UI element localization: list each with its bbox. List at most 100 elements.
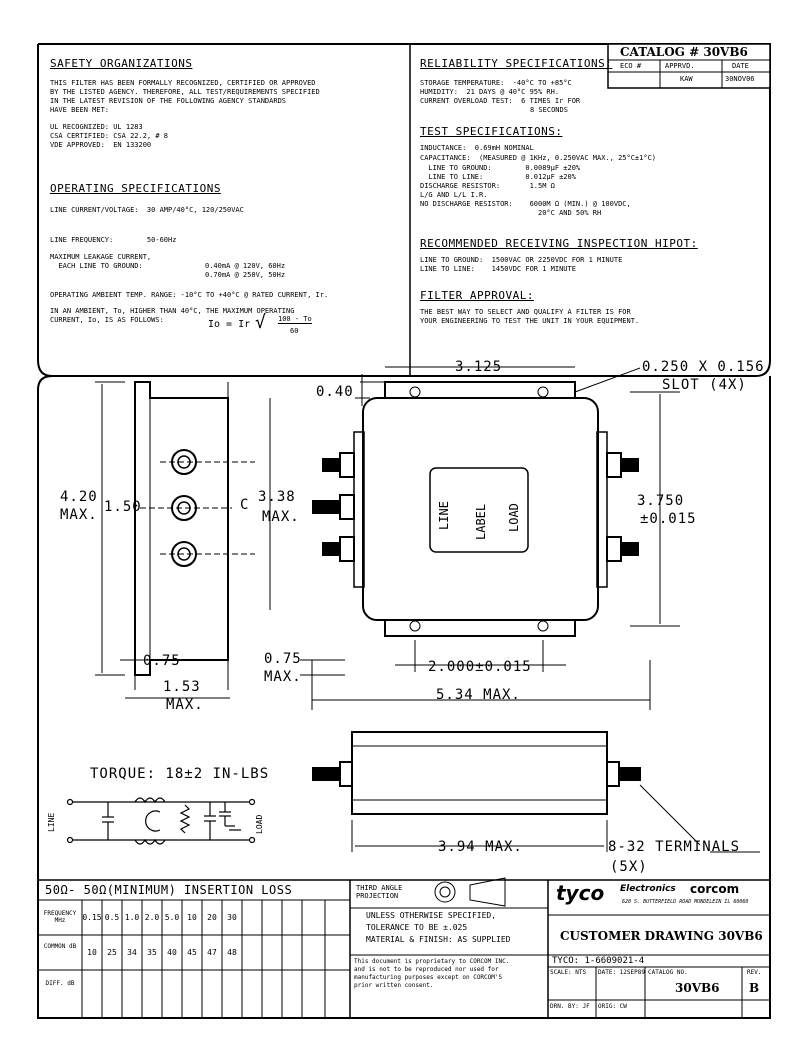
dim-534: 5.34 MAX. <box>436 687 521 703</box>
proprietary-note: prior written consent. <box>354 982 434 989</box>
common-value: 34 <box>127 948 137 957</box>
notes-line: UNLESS OTHERWISE SPECIFIED, <box>366 911 497 920</box>
notes-line: TOLERANCE TO BE ±.025 <box>366 923 468 932</box>
formula-numerator: 100 - To <box>278 315 312 324</box>
insertion-loss-heading: 50Ω- 50Ω(MINIMUM) INSERTION LOSS <box>45 883 293 897</box>
schematic-line-label: LINE <box>47 812 56 832</box>
electronics-logo: Electronics <box>620 884 676 894</box>
insulation-resistance: L/G AND L/L I.R. <box>420 191 488 199</box>
freq-value: 5.0 <box>164 913 180 922</box>
dim-150: 1.50 <box>104 499 142 515</box>
dim-394: 3.94 MAX. <box>438 839 523 855</box>
no-discharge-condition: 20°C AND 50% RH <box>538 209 602 217</box>
derating-text: CURRENT, Io, IS AS FOLLOWS: <box>50 316 164 324</box>
approval-heading: FILTER APPROVAL: <box>420 289 534 302</box>
apprvd-header: APPRVD. <box>665 62 695 70</box>
proprietary-note: This document is proprietary to CORCOM I… <box>354 958 510 965</box>
vde-approval: VDE APPROVED: EN 133200 <box>50 141 152 149</box>
freq-value: 10 <box>187 913 197 922</box>
common-value: 35 <box>147 948 157 957</box>
projection-label: THIRD ANGLE PROJECTION <box>356 884 403 901</box>
safety-heading: SAFETY ORGANIZATIONS <box>50 57 193 70</box>
capacitance: CAPACITANCE: (MEASURED @ 1KHz, 0.250VAC … <box>420 154 657 162</box>
common-value: 48 <box>227 948 237 957</box>
tyco-part-number: TYCO: 1-6609021-4 <box>552 956 645 966</box>
overload-duration: 8 SECONDS <box>530 106 568 114</box>
drawing-title: CUSTOMER DRAWING 30VB6 <box>560 929 763 943</box>
hipot-heading: RECOMMENDED RECEIVING INSPECTION HIPOT: <box>420 237 698 250</box>
eco-header: ECO # <box>620 62 642 70</box>
dim-153: 1.53 <box>163 679 201 695</box>
rev-value: B <box>749 981 760 995</box>
slot-dim: 0.250 X 0.156 <box>642 359 765 375</box>
diff-header: DIFF. dB <box>45 980 75 987</box>
common-value: 47 <box>207 948 217 957</box>
tyco-logo: tyco <box>556 881 605 905</box>
storage-temp: STORAGE TEMPERATURE: -40°C TO +85°C <box>420 79 572 87</box>
cap-line-ground: LINE TO GROUND: 0.0089µF ±20% <box>420 164 581 172</box>
formula-denominator: 60 <box>290 327 299 335</box>
line-frequency: LINE FREQUENCY: 50-60Hz <box>50 236 177 244</box>
common-value: 45 <box>187 948 197 957</box>
freq-value: 1.0 <box>124 913 140 922</box>
dim-075b: 0.75 <box>264 651 302 667</box>
centerline-symbol: C <box>240 497 250 513</box>
label-line: LINE <box>437 501 451 530</box>
formula-lhs: Io = Ir <box>208 319 251 330</box>
terminals-label: 8-32 TERMINALS <box>608 839 741 855</box>
hipot-line-ground: LINE TO GROUND: 1500VAC OR 2250VDC FOR 1… <box>420 256 623 264</box>
freq-value: 20 <box>207 913 217 922</box>
dim-075a: 0.75 <box>143 653 181 669</box>
leakage-value: 0.40mA @ 120V, 60Hz <box>205 262 286 270</box>
proprietary-note: and is not to be reproduced nor used for <box>354 966 499 973</box>
humidity: HUMIDITY: 21 DAYS @ 40°C 95% RH. <box>420 88 560 96</box>
catalog-title: CATALOG # 30VB6 <box>620 45 748 59</box>
catalog-no-value: 30VB6 <box>675 981 720 995</box>
overload-test: CURRENT OVERLOAD TEST: 6 TIMES Ir FOR <box>420 97 581 105</box>
common-value: 10 <box>87 948 97 957</box>
scale: SCALE: NTS <box>550 969 587 976</box>
slot-count: SLOT (4X) <box>662 377 747 393</box>
safety-line: IN THE LATEST REVISION OF THE FOLLOWING … <box>50 97 287 105</box>
terminals-count: (5X) <box>610 859 648 875</box>
dim-3750-tol: ±0.015 <box>640 511 697 527</box>
dim-338-max: MAX. <box>262 509 300 525</box>
originator: ORIG: CW <box>598 1003 627 1010</box>
leakage-label: MAXIMUM LEAKAGE CURRENT, <box>50 253 152 261</box>
safety-line: BY THE LISTED AGENCY. THEREFORE, ALL TES… <box>50 88 320 96</box>
dim-3750: 3.750 <box>637 493 685 509</box>
dim-420: 4.20 <box>60 489 98 505</box>
apprvd-value: KAW <box>680 75 693 83</box>
freq-header: FREQUENCY MHz <box>43 910 77 924</box>
cap-line-line: LINE TO LINE: 0.012µF ±20% <box>420 173 576 181</box>
dim-040: 0.40 <box>316 384 354 400</box>
notes-line: MATERIAL & FINISH: AS SUPPLIED <box>366 935 511 944</box>
ul-approval: UL RECOGNIZED: UL 1283 <box>50 123 143 131</box>
rev-label: REV. <box>747 969 762 976</box>
dim-075b-max: MAX. <box>264 669 302 685</box>
common-header: COMMON dB <box>43 943 77 950</box>
label-label: LABEL <box>474 503 488 540</box>
freq-value: 2.0 <box>144 913 160 922</box>
ambient-range: OPERATING AMBIENT TEMP. RANGE: -10°C TO … <box>50 291 329 299</box>
date-value: 30NOV06 <box>725 75 755 83</box>
approval-text: THE BEST WAY TO SELECT AND QUALIFY A FIL… <box>420 308 631 316</box>
torque-spec: TORQUE: 18±2 IN-LBS <box>90 766 270 782</box>
dim-153-max: MAX. <box>166 697 204 713</box>
common-value: 25 <box>107 948 117 957</box>
approval-text: YOUR ENGINEERING TO TEST THE UNIT IN YOU… <box>420 317 640 325</box>
drawn-by: DRN. BY: JF <box>550 1003 590 1010</box>
leakage-value: 0.70mA @ 250V, 50Hz <box>205 271 286 279</box>
no-discharge-resistor: NO DISCHARGE RESISTOR: 6000M Ω (MIN.) @ … <box>420 200 631 208</box>
safety-line: THIS FILTER HAS BEEN FORMALLY RECOGNIZED… <box>50 79 316 87</box>
derating-text: IN AN AMBIENT, To, HIGHER THAN 40°C, THE… <box>50 307 295 315</box>
inductance: INDUCTANCE: 0.69mH NOMINAL <box>420 144 534 152</box>
csa-approval: CSA CERTIFIED: CSA 22.2, # 8 <box>50 132 169 140</box>
company-address: 620 S. BUTTERFIELD ROAD MUNDELEIN IL 600… <box>622 899 749 905</box>
schematic-load-label: LOAD <box>255 814 264 834</box>
label-load: LOAD <box>507 503 521 532</box>
line-current: LINE CURRENT/VOLTAGE: 30 AMP/40°C, 120/2… <box>50 206 244 214</box>
dim-3125: 3.125 <box>455 359 503 375</box>
